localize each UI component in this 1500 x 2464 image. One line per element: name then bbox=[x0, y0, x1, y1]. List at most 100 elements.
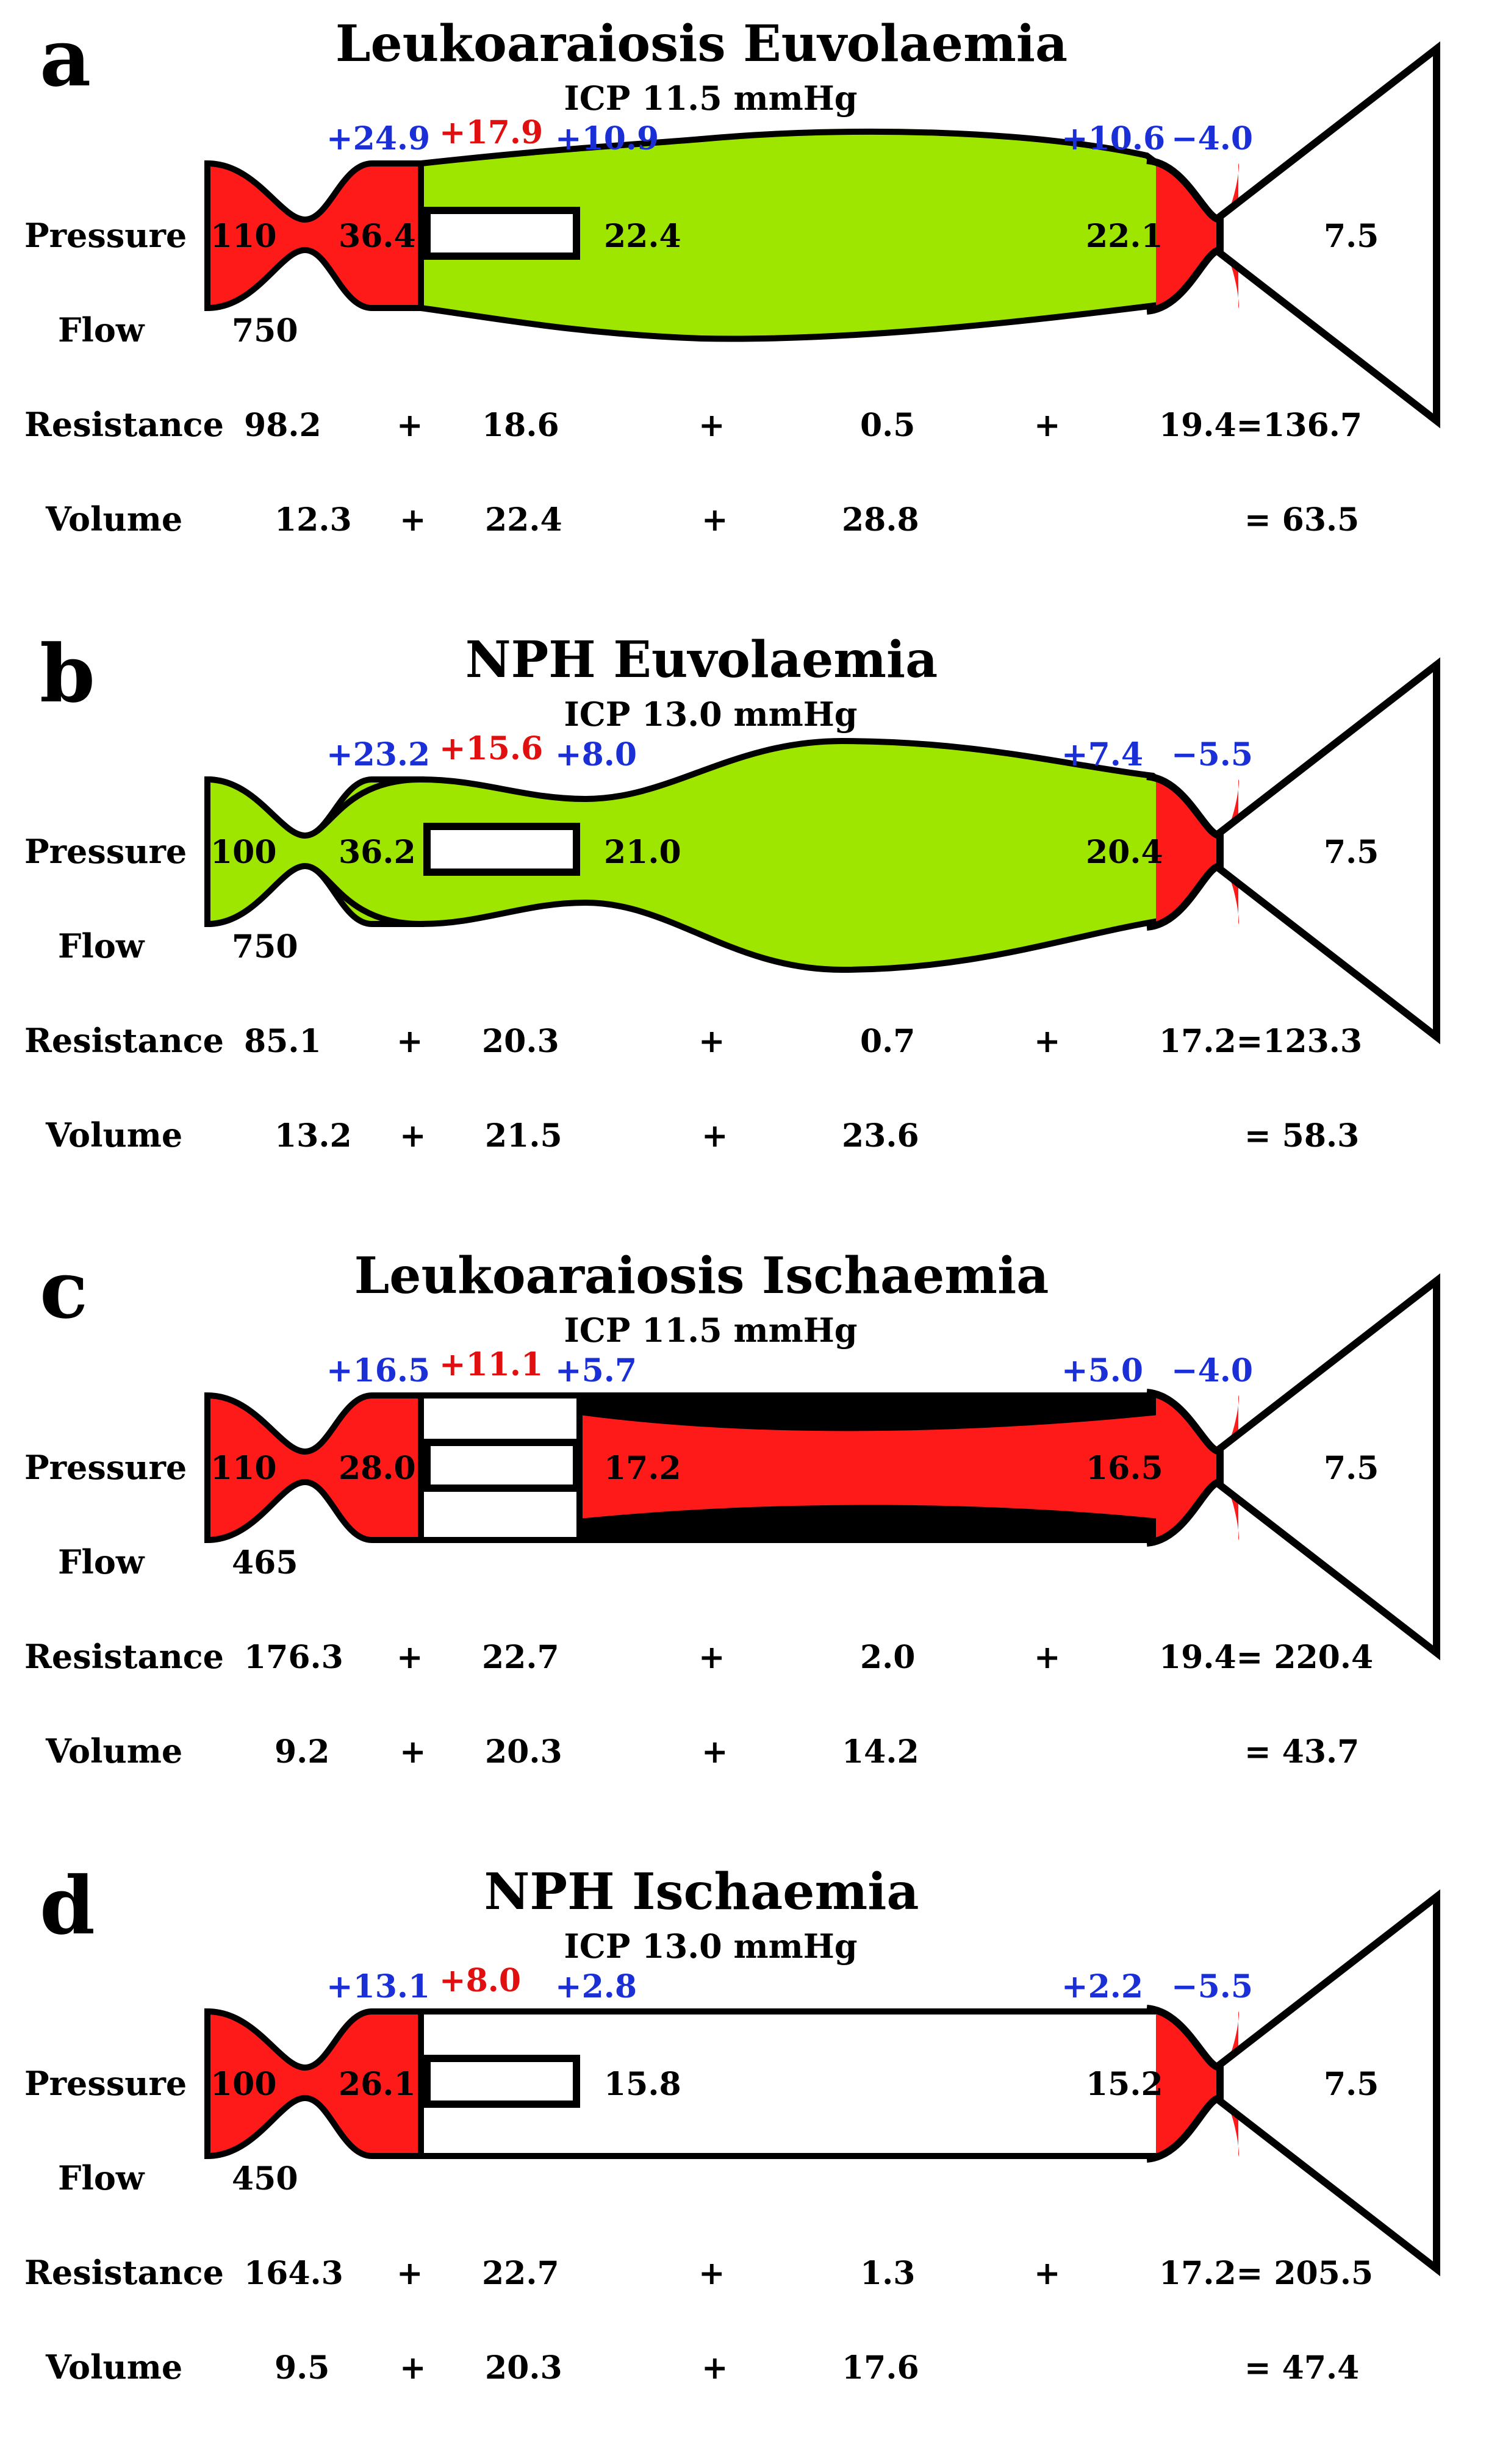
resistance-op3: + bbox=[1034, 407, 1061, 444]
label-volume: Volume bbox=[45, 1116, 182, 1155]
label-pressure: Pressure bbox=[24, 216, 187, 255]
label-resistance: Resistance bbox=[24, 2253, 224, 2292]
volume-v2: 20.3 bbox=[485, 1733, 562, 1771]
resistance-r3: 0.7 bbox=[860, 1023, 915, 1060]
volume-op1: + bbox=[400, 2349, 426, 2387]
panel-letter: b bbox=[40, 627, 95, 720]
resistance-op3: + bbox=[1034, 1023, 1061, 1060]
panel-letter: a bbox=[40, 11, 91, 104]
volume-op1: + bbox=[400, 1733, 426, 1771]
delta-arterial: +24.9 bbox=[326, 120, 430, 157]
panel-letter: c bbox=[40, 1243, 88, 1336]
resistance-total: 19.4=136.7 bbox=[1159, 407, 1362, 444]
delta-ventricle: +11.1 bbox=[439, 1346, 543, 1383]
flow-value: 750 bbox=[232, 312, 298, 349]
icp-label: ICP 11.5 mmHg bbox=[564, 79, 857, 118]
resistance-op2: + bbox=[698, 2255, 725, 2292]
icp-label: ICP 13.0 mmHg bbox=[564, 695, 857, 734]
label-flow: Flow bbox=[58, 2158, 145, 2197]
pressure-p3: 17.2 bbox=[604, 1450, 681, 1487]
volume-v1: 13.2 bbox=[275, 1117, 352, 1155]
pressure-p3: 22.4 bbox=[604, 218, 681, 255]
label-resistance: Resistance bbox=[24, 1637, 224, 1676]
flow-value: 465 bbox=[232, 1544, 298, 1581]
delta-ventricle: +15.6 bbox=[439, 730, 543, 767]
delta-venous: +5.0 bbox=[1061, 1352, 1143, 1389]
pressure-p2: 36.2 bbox=[339, 834, 416, 871]
ventricle-rectangle bbox=[423, 2055, 580, 2108]
pressure-p4: 15.2 bbox=[1086, 2066, 1163, 2103]
resistance-op2: + bbox=[698, 1639, 725, 1676]
delta-arterial: +13.1 bbox=[326, 1968, 430, 2005]
label-flow: Flow bbox=[58, 1542, 145, 1581]
volume-op1: + bbox=[400, 501, 426, 539]
resistance-total: 19.4= 220.4 bbox=[1159, 1639, 1373, 1676]
volume-op2: + bbox=[702, 501, 728, 539]
pressure-p5: 7.5 bbox=[1324, 1450, 1379, 1487]
resistance-total: 17.2= 205.5 bbox=[1159, 2255, 1373, 2292]
volume-total: = 58.3 bbox=[1244, 1117, 1359, 1155]
label-flow: Flow bbox=[58, 926, 145, 965]
volume-v1: 12.3 bbox=[275, 501, 352, 539]
resistance-op3: + bbox=[1034, 1639, 1061, 1676]
resistance-r1: 85.1 bbox=[244, 1023, 321, 1060]
resistance-op1: + bbox=[397, 407, 423, 444]
venous-outline-top bbox=[1146, 1389, 1221, 1455]
label-pressure: Pressure bbox=[24, 1448, 187, 1487]
panel-title: Leukoaraiosis Euvolaemia bbox=[336, 15, 1068, 73]
resistance-r2: 20.3 bbox=[482, 1023, 559, 1060]
delta-ventricle: +17.9 bbox=[439, 114, 543, 151]
resistance-op2: + bbox=[698, 407, 725, 444]
resistance-r3: 2.0 bbox=[860, 1639, 915, 1676]
pressure-p5: 7.5 bbox=[1324, 834, 1379, 871]
outflow-cone bbox=[1216, 41, 1440, 429]
resistance-op3: + bbox=[1034, 2255, 1061, 2292]
black-band-top bbox=[580, 1395, 1159, 1431]
pressure-p5: 7.5 bbox=[1324, 218, 1379, 255]
volume-total: = 63.5 bbox=[1244, 501, 1359, 539]
volume-v2: 20.3 bbox=[485, 2349, 562, 2387]
volume-v3: 23.6 bbox=[842, 1117, 919, 1155]
icp-label: ICP 13.0 mmHg bbox=[564, 1927, 857, 1966]
volume-v3: 14.2 bbox=[842, 1733, 919, 1771]
panel-title: NPH Ischaemia bbox=[484, 1863, 919, 1921]
pressure-p4: 20.4 bbox=[1086, 834, 1163, 871]
pressure-p1: 100 bbox=[210, 834, 277, 871]
volume-v3: 17.6 bbox=[842, 2349, 919, 2387]
delta-sinus: −5.5 bbox=[1171, 1968, 1253, 2005]
resistance-r2: 22.7 bbox=[482, 1639, 559, 1676]
volume-v1: 9.2 bbox=[275, 1733, 329, 1771]
ventricle-rectangle bbox=[423, 1439, 580, 1492]
volume-total: = 47.4 bbox=[1244, 2349, 1359, 2387]
delta-capillary: +5.7 bbox=[555, 1352, 637, 1389]
outflow-cone bbox=[1216, 1889, 1440, 2277]
delta-sinus: −4.0 bbox=[1171, 120, 1253, 157]
panel-title: Leukoaraiosis Ischaemia bbox=[354, 1247, 1049, 1305]
pressure-p4: 16.5 bbox=[1086, 1450, 1163, 1487]
venous-outline-bottom bbox=[1146, 246, 1221, 315]
volume-op1: + bbox=[400, 1117, 426, 1155]
pressure-p2: 26.1 bbox=[339, 2066, 416, 2103]
delta-capillary: +8.0 bbox=[555, 736, 637, 773]
volume-v2: 22.4 bbox=[485, 501, 562, 539]
flow-value: 450 bbox=[232, 2160, 298, 2197]
resistance-r3: 1.3 bbox=[860, 2255, 915, 2292]
label-flow: Flow bbox=[58, 310, 145, 349]
outflow-cone bbox=[1216, 657, 1440, 1045]
resistance-r1: 98.2 bbox=[244, 407, 321, 444]
resistance-op2: + bbox=[698, 1023, 725, 1060]
volume-total: = 43.7 bbox=[1244, 1733, 1359, 1771]
venous-outline-bottom bbox=[1146, 862, 1221, 931]
label-resistance: Resistance bbox=[24, 1021, 224, 1060]
resistance-r1: 176.3 bbox=[244, 1639, 343, 1676]
pressure-p2: 28.0 bbox=[339, 1450, 416, 1487]
resistance-op1: + bbox=[397, 1023, 423, 1060]
panel-letter: d bbox=[40, 1859, 95, 1952]
label-resistance: Resistance bbox=[24, 405, 224, 444]
venous-outline-top bbox=[1146, 157, 1221, 223]
